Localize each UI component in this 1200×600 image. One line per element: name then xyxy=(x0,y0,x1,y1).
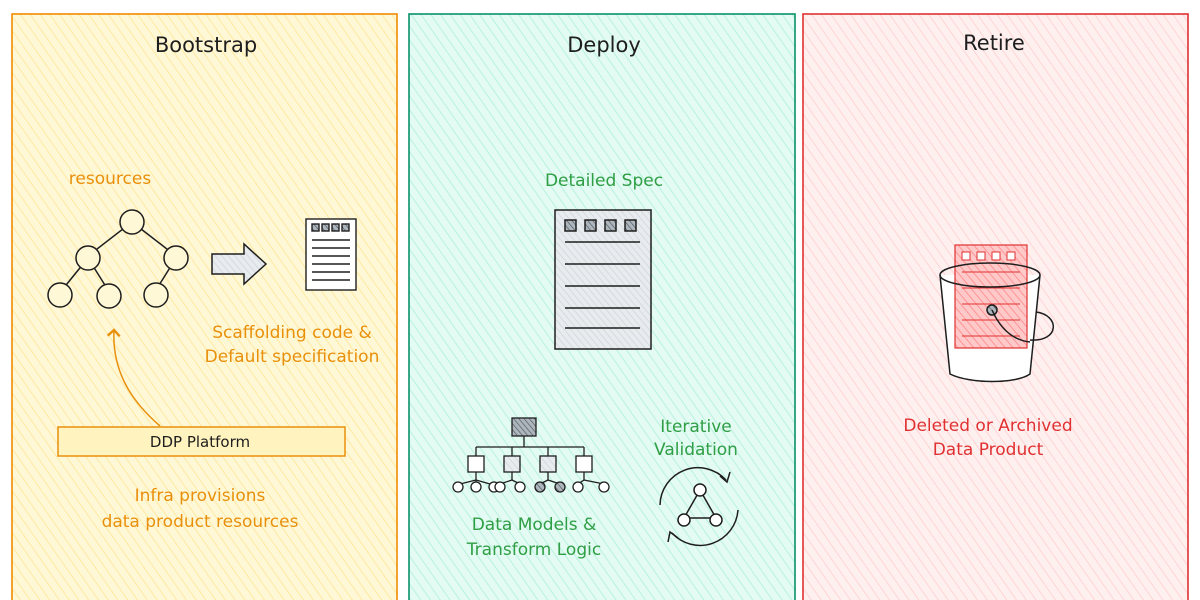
iterative-label-line2: Validation xyxy=(654,440,738,460)
ddp-platform-box xyxy=(57,426,346,457)
iterative-label-line1: Iterative xyxy=(660,417,731,437)
infra-label-line2: data product resources xyxy=(102,512,299,532)
detailed-spec-label: Detailed Spec xyxy=(545,171,663,191)
resources-label: resources xyxy=(69,169,152,189)
retire-title: Retire xyxy=(963,31,1025,55)
deleted-label-line2: Data Product xyxy=(933,440,1044,460)
deploy-title: Deploy xyxy=(567,33,641,57)
infra-label-line1: Infra provisions xyxy=(135,486,266,506)
ddp-platform-label: DDP Platform xyxy=(150,433,250,451)
trash-bucket-icon xyxy=(939,244,1054,383)
right-arrow-icon xyxy=(211,242,268,286)
scaffold-label-line2: Default specification xyxy=(205,347,380,367)
detailed-spec-document-icon xyxy=(554,209,652,350)
retire-panel: Retire Deleted or Archived Data Product xyxy=(802,13,1189,600)
resource-tree-icon xyxy=(47,209,189,309)
deleted-label-line1: Deleted or Archived xyxy=(903,416,1072,436)
bootstrap-panel: Bootstrap resources xyxy=(11,13,398,600)
scaffold-label-line1: Scaffolding code & xyxy=(212,323,372,343)
provision-arrow xyxy=(106,328,161,427)
deploy-panel: Deploy Detailed Spec xyxy=(408,13,796,600)
spec-document-icon xyxy=(305,218,357,291)
bootstrap-title: Bootstrap xyxy=(155,33,257,57)
models-label-line2: Transform Logic xyxy=(466,540,601,560)
models-label-line1: Data Models & xyxy=(472,515,597,535)
data-model-hierarchy-icon xyxy=(452,417,610,493)
bootstrap-panel-bg xyxy=(11,13,398,600)
iterative-cycle-icon xyxy=(659,466,739,547)
archived-document-icon xyxy=(954,244,1028,349)
